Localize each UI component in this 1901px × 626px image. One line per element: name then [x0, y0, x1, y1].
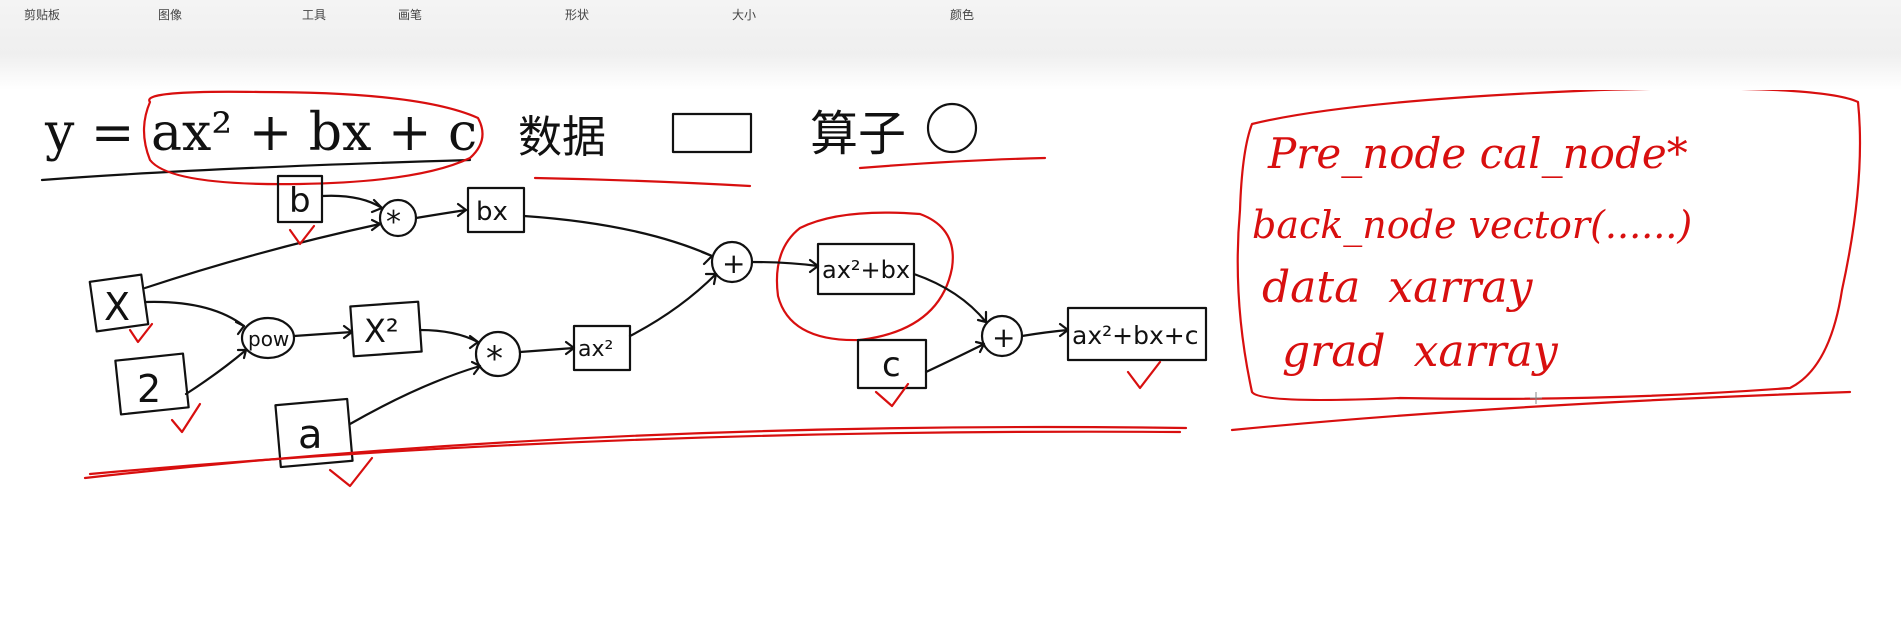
- node-c-label: c: [882, 345, 901, 385]
- edge-ax2-to-add-arrowhead: [704, 272, 718, 286]
- node-a-label: a: [298, 412, 323, 458]
- edge-mul-to-ax2: [518, 346, 576, 354]
- check-mark-b: [288, 224, 316, 246]
- op-mul-a-circle: [474, 330, 522, 378]
- edge-mul-to-bx-arrowhead: [456, 202, 468, 218]
- ribbon-group-size[interactable]: 大小: [732, 8, 757, 22]
- edge-b-to-mul-arrowhead: [370, 198, 384, 214]
- check-mark-x: [128, 322, 154, 344]
- legend-data-box: [671, 112, 753, 154]
- note-line-1: Pre_node cal_node*: [1267, 129, 1688, 178]
- note-line-4: grad xarray: [1282, 326, 1559, 377]
- note-line-3: data xarray: [1262, 262, 1534, 313]
- edge-2-to-pow-arrowhead: [236, 348, 248, 360]
- edge-add-to-sum: [750, 260, 820, 268]
- node-b-label: b: [289, 181, 311, 221]
- op-pow-label: pow: [248, 327, 289, 351]
- ribbon-group-clipboard[interactable]: 剪贴板: [24, 8, 61, 22]
- equation-underline: [40, 158, 472, 182]
- edge-a-to-mul-arrowhead: [470, 360, 482, 376]
- equation-highlight-circle: [142, 90, 484, 186]
- notes-box-outline: [1236, 87, 1862, 402]
- node-2-label: 2: [137, 367, 161, 411]
- edge-b-to-mul: [320, 194, 384, 210]
- op-pow-circle: [240, 316, 296, 360]
- check-mark-a: [328, 456, 374, 488]
- ribbon-group-shapes[interactable]: 形状: [565, 8, 590, 22]
- edge-sum-to-add2-arrowhead: [976, 310, 988, 324]
- edge-mul-to-ax2-arrowhead: [564, 340, 576, 356]
- edge-mul-to-bx: [414, 208, 468, 220]
- equation-text: y = ax² + bx + c: [44, 103, 477, 163]
- crosshair-cursor-icon: [1530, 392, 1542, 404]
- op-add-2-label: +: [992, 321, 1015, 354]
- node-x-squared-label: X²: [364, 312, 399, 350]
- node-result-box: [1066, 306, 1208, 362]
- check-mark-result: [1126, 360, 1162, 390]
- ribbon-group-image[interactable]: 图像: [158, 8, 183, 22]
- check-mark-2: [170, 402, 202, 434]
- node-x-box: [88, 273, 150, 333]
- legend-data-label: 数据: [518, 112, 606, 163]
- ribbon-toolbar: 剪贴板 图像 工具 画笔 形状 大小 颜色: [0, 0, 1901, 90]
- edge-bx-to-add-arrowhead: [700, 250, 714, 266]
- legend-op-underline: [858, 156, 1047, 170]
- edge-2-to-pow: [184, 348, 248, 396]
- notes-box-underline: [1230, 390, 1852, 432]
- check-marks: [128, 224, 1162, 488]
- graph-underline: [83, 425, 1188, 480]
- edge-x2-to-mul-arrowhead: [468, 334, 480, 350]
- edge-pow-to-x2: [292, 330, 354, 338]
- edge-ax2-to-add: [628, 272, 718, 338]
- note-line-2: back_node vector(......): [1252, 203, 1692, 248]
- edge-add2-to-result-arrowhead: [1058, 322, 1070, 338]
- edge-add-to-sum-arrowhead: [808, 258, 820, 274]
- edge-x-to-pow-arrowhead: [234, 320, 246, 336]
- node-ax2-plus-bx-highlight: [775, 211, 954, 342]
- ribbon-group-colors[interactable]: 颜色: [950, 8, 975, 22]
- edge-bx-to-add: [522, 214, 714, 258]
- node-c-box: [856, 338, 928, 390]
- node-b-box: [276, 174, 324, 224]
- graph-edges: [143, 194, 1070, 426]
- ribbon-group-tools[interactable]: 工具: [302, 8, 327, 22]
- op-add-1-label: +: [722, 247, 745, 280]
- node-bx-label: bx: [476, 197, 508, 227]
- check-mark-c: [874, 382, 910, 408]
- op-mul-b-label: *: [386, 205, 401, 240]
- node-bx-box: [466, 186, 526, 234]
- edge-add2-to-result: [1020, 328, 1070, 338]
- node-ax2-plus-bx-box: [816, 242, 916, 296]
- edge-c-to-add2-arrowhead: [974, 340, 986, 354]
- edge-x-to-pow: [143, 300, 246, 328]
- node-ax2-plus-bx-label: ax²+bx: [822, 256, 910, 284]
- edge-x-to-mul-arrowhead: [370, 218, 382, 232]
- node-result-label: ax²+bx+c: [1072, 321, 1198, 350]
- legend-op-circle: [926, 102, 978, 154]
- edge-x-to-mul: [143, 222, 382, 290]
- node-ax-squared-label: ax²: [578, 337, 613, 362]
- node-a-box: [274, 397, 354, 469]
- op-mul-a-label: *: [486, 339, 503, 379]
- legend-op-label: 算子: [810, 106, 906, 162]
- drawing-svg: y = ax² + bx + c 数据 算子 b X 2 a * bx pow …: [40, 87, 1862, 488]
- edge-pow-to-x2-arrowhead: [342, 324, 354, 340]
- drawing-canvas[interactable]: y = ax² + bx + c 数据 算子 b X 2 a * bx pow …: [0, 87, 1901, 622]
- graph-underline-2: [88, 430, 1182, 476]
- ribbon-group-brushes[interactable]: 画笔: [398, 8, 423, 22]
- node-x-label: X: [104, 285, 130, 329]
- legend-data-underline: [533, 176, 752, 188]
- edge-sum-to-add2: [912, 272, 988, 324]
- edge-a-to-mul: [348, 364, 482, 426]
- edge-c-to-add2: [924, 342, 986, 374]
- node-2-box: [114, 352, 190, 416]
